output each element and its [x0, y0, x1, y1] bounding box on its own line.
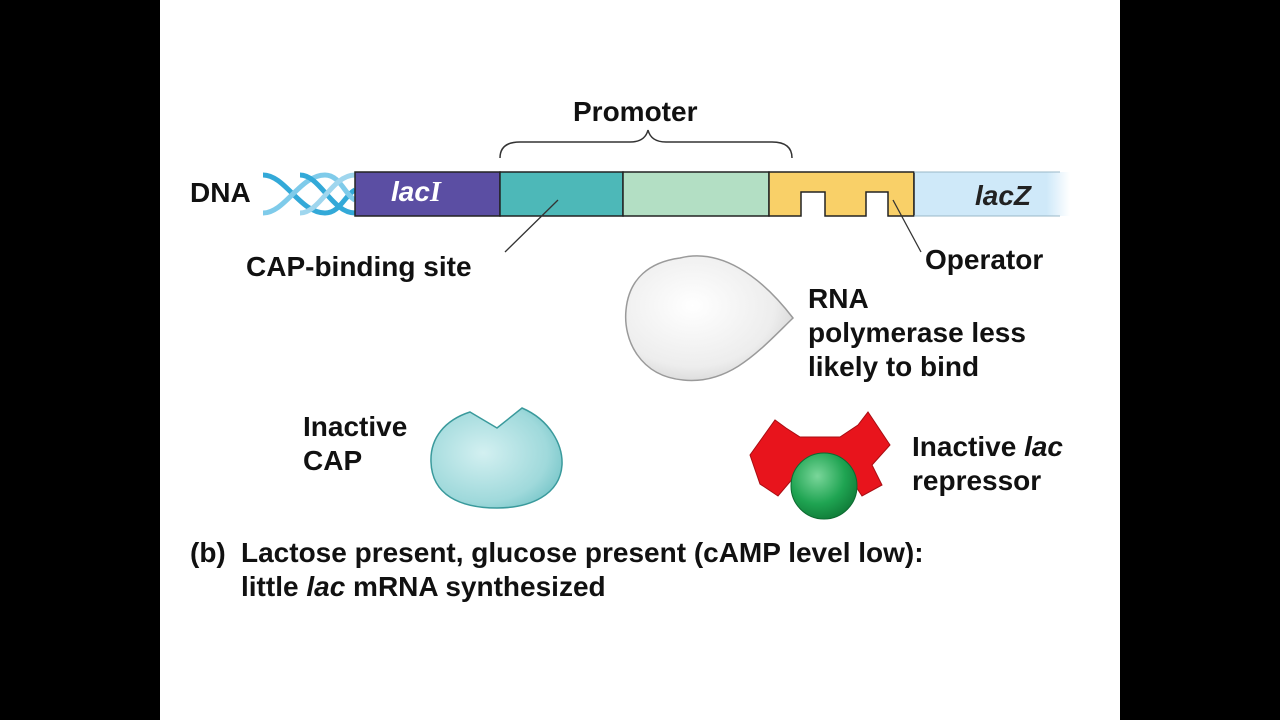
promoter-segment — [622, 171, 770, 217]
inactive-cap-label: Inactive CAP — [303, 411, 408, 476]
inactive-cap-shape — [430, 407, 563, 509]
dna-label: DNA — [190, 177, 251, 208]
figure-part-label: (b) — [190, 537, 226, 568]
laci-gene-segment — [354, 171, 501, 217]
operator-label: Operator — [925, 244, 1044, 275]
figure-caption: Lactose present, glucose present (cAMP l… — [241, 537, 924, 602]
rna-polymerase-shape — [624, 255, 795, 382]
cap-site-leader-line — [504, 199, 559, 253]
promoter-brace — [499, 129, 793, 159]
allolactose-inducer-shape — [790, 452, 858, 520]
cap-binding-site-label: CAP-binding site — [246, 251, 472, 282]
lac-operon-diagram — [262, 129, 1070, 520]
cap-binding-site-segment — [499, 171, 624, 217]
operator-leader-line — [892, 199, 922, 253]
operator-segment — [768, 171, 915, 217]
lacz-gene-segment — [914, 172, 1070, 216]
dna-helix-icon — [262, 172, 357, 216]
promoter-label: Promoter — [573, 96, 698, 127]
lacz-label: lacZ — [975, 180, 1032, 211]
rna-polymerase-label: RNA polymerase less likely to bind — [808, 283, 1026, 382]
laci-label: lacI — [391, 176, 441, 208]
inactive-repressor-label: Inactive lac repressor — [912, 431, 1063, 496]
slide: Promoter DNA lacI lacZ CAP-binding site … — [160, 0, 1120, 720]
